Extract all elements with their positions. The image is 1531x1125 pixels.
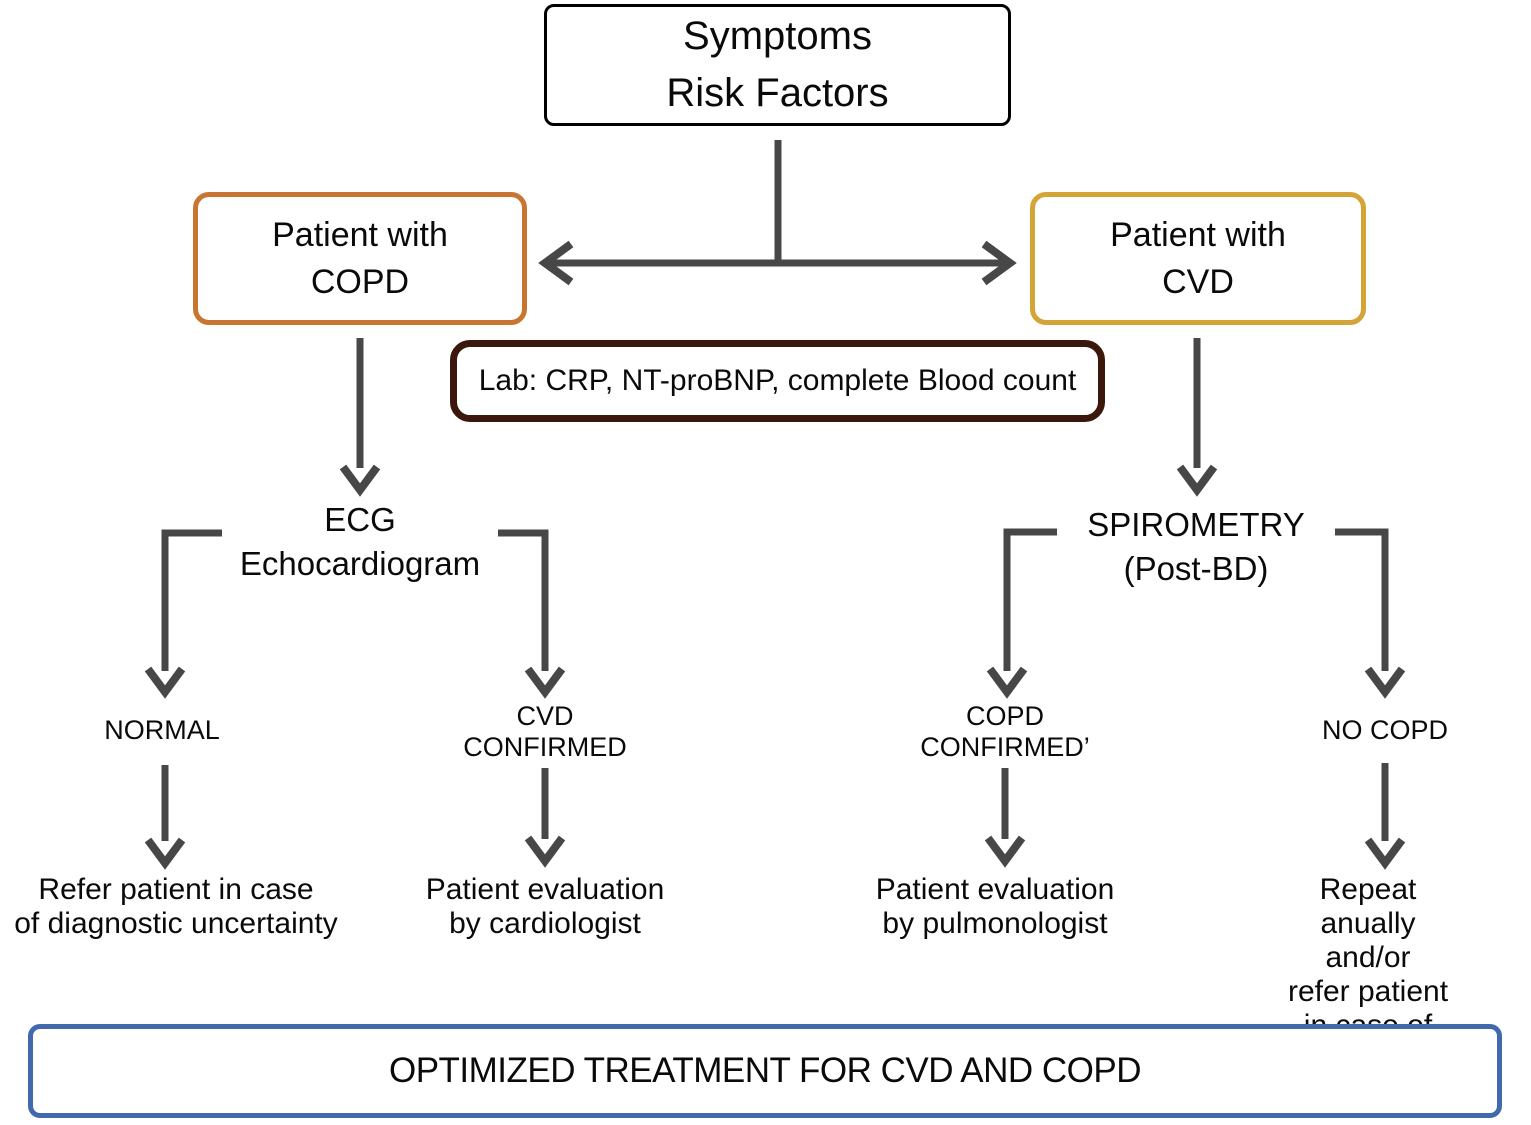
arrowhead-cvd-confirmed-to-outcome (524, 835, 566, 868)
arrowhead-copd-confirmed-to-outcome (984, 835, 1026, 868)
arrowhead-spirometry-to-copd-confirmed (986, 666, 1028, 699)
refer-diagnostic-uncertainty-outcome: Refer patient in case of diagnostic unce… (14, 873, 338, 940)
spirometry-label: SPIROMETRY (Post-BD) (1087, 506, 1305, 587)
normal-result-label: NORMAL (104, 715, 220, 745)
optimized-treatment-box: OPTIMIZED TREATMENT FOR CVD AND COPD (28, 1024, 1502, 1118)
arrowhead-copd-to-ecg (339, 464, 381, 497)
symptoms-risk-factors-box: Symptoms Risk Factors (544, 4, 1011, 126)
arrow-ecg-to-normal (161, 529, 222, 671)
arrow-ecg-to-cvd-confirmed (498, 529, 549, 671)
arrowhead-no-copd-to-outcome (1364, 837, 1406, 870)
ecg-echocardiogram-label: ECG Echocardiogram (239, 501, 481, 582)
patient-with-copd-box: Patient with COPD (193, 192, 527, 325)
arrowhead-ecg-to-cvd-confirmed (524, 666, 566, 699)
arrowhead-to-copd (538, 240, 574, 286)
arrow-spirometry-to-no-copd (1335, 528, 1389, 671)
copd-confirmed-result-label: COPD CONFIRMED’ (920, 701, 1090, 762)
no-copd-result-label: NO COPD (1321, 715, 1449, 745)
cvd-confirmed-result-label: CVD CONFIRMED (463, 701, 627, 762)
lab-tests-box: Lab: CRP, NT-proBNP, complete Blood coun… (450, 340, 1105, 422)
evaluation-by-pulmonologist-outcome: Patient evaluation by pulmonologist (875, 873, 1115, 940)
patient-with-cvd-box: Patient with CVD (1030, 192, 1366, 325)
arrow-spirometry-to-copd-confirmed (1003, 528, 1057, 671)
arrowhead-normal-to-outcome (144, 837, 186, 870)
arrowhead-cvd-to-spirometry (1176, 464, 1218, 497)
evaluation-by-cardiologist-outcome: Patient evaluation by cardiologist (425, 873, 665, 940)
arrowhead-ecg-to-normal (144, 666, 186, 699)
arrowhead-to-cvd (981, 240, 1017, 286)
arrowhead-spirometry-to-no-copd (1364, 666, 1406, 699)
